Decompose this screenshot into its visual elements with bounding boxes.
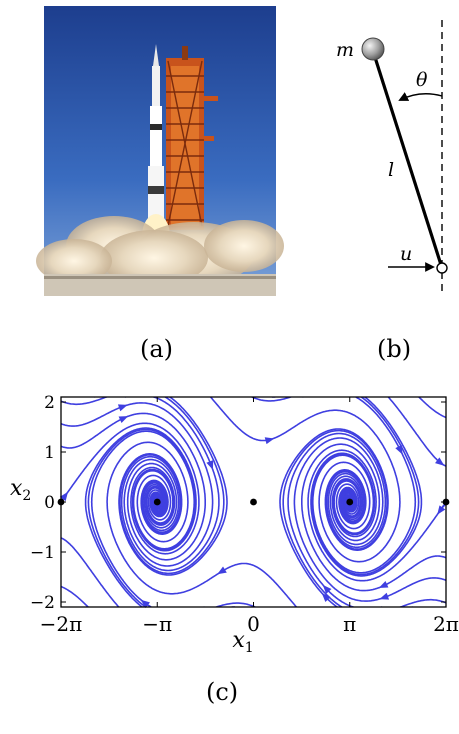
direction-arrow — [264, 437, 275, 445]
y-tick-label: −2 — [30, 593, 55, 613]
pivot-point — [436, 262, 448, 274]
equilibrium-points — [57, 498, 450, 506]
pendulum-diagram: m θ l u — [336, 20, 448, 295]
input-label: u — [400, 243, 412, 265]
trajectory-curve — [387, 397, 446, 467]
x-tick-label: −π — [142, 612, 172, 636]
mass-label: m — [336, 39, 354, 61]
trajectory-curve — [61, 537, 120, 607]
trajectory-curve — [418, 397, 446, 419]
phase-portrait: −2π −π 0 π 2π 2 1 0 −1 −2 x1 x2 — [10, 393, 459, 656]
trajectory-curves — [61, 397, 446, 607]
pendulum-mass — [361, 37, 385, 61]
x-tick-label: 0 — [247, 612, 260, 636]
trajectory-curve — [61, 585, 89, 607]
length-label: l — [388, 159, 394, 181]
direction-arrow — [217, 566, 227, 575]
direction-arrow — [321, 592, 331, 602]
rocket — [148, 44, 164, 226]
panel-label-b: (b) — [377, 335, 412, 363]
equilibrium-point — [442, 498, 450, 506]
trajectory-curve — [251, 397, 420, 576]
direction-arrow — [206, 460, 214, 470]
panel-label-c: (c) — [206, 678, 239, 706]
x-axis-label: x1 — [232, 628, 253, 656]
axis-ticks — [60, 397, 447, 607]
panel-label-a: (a) — [140, 335, 174, 363]
equilibrium-point — [153, 498, 161, 506]
y-tick-labels: 2 1 0 −1 −2 — [30, 393, 55, 613]
launch-tower — [166, 46, 218, 230]
direction-arrow — [378, 580, 389, 588]
trajectory-curve — [87, 428, 256, 607]
direction-arrow — [379, 592, 390, 600]
direction-arrow — [140, 599, 150, 609]
y-tick-label: 0 — [44, 493, 55, 513]
direction-arrow — [435, 457, 445, 466]
rocket-launch-photo — [36, 6, 284, 296]
y-tick-label: 1 — [44, 443, 55, 463]
pendulum-rod — [371, 50, 444, 269]
y-axis-label: x2 — [10, 476, 31, 504]
equilibrium-point — [250, 498, 257, 506]
direction-arrow — [322, 584, 332, 594]
direction-arrow — [117, 404, 128, 412]
equilibrium-point — [346, 498, 354, 506]
direction-arrow — [437, 505, 446, 515]
x-tick-label: −2π — [40, 612, 83, 636]
direction-arrow — [118, 416, 129, 424]
y-tick-label: −1 — [30, 543, 55, 563]
x-tick-label: π — [343, 612, 356, 636]
equilibrium-point — [57, 498, 65, 506]
direction-arrow — [59, 491, 69, 502]
trajectory-curve — [279, 428, 413, 607]
angle-label: θ — [416, 69, 428, 91]
x-tick-labels: −2π −π 0 π 2π — [40, 612, 459, 636]
angle-arc — [398, 92, 443, 101]
direction-arrow — [395, 444, 403, 455]
direction-arrows — [59, 404, 446, 609]
exhaust-smoke — [36, 214, 284, 286]
y-tick-label: 2 — [44, 393, 55, 413]
x-tick-label: 2π — [433, 612, 459, 636]
trajectory-curve — [94, 397, 228, 576]
